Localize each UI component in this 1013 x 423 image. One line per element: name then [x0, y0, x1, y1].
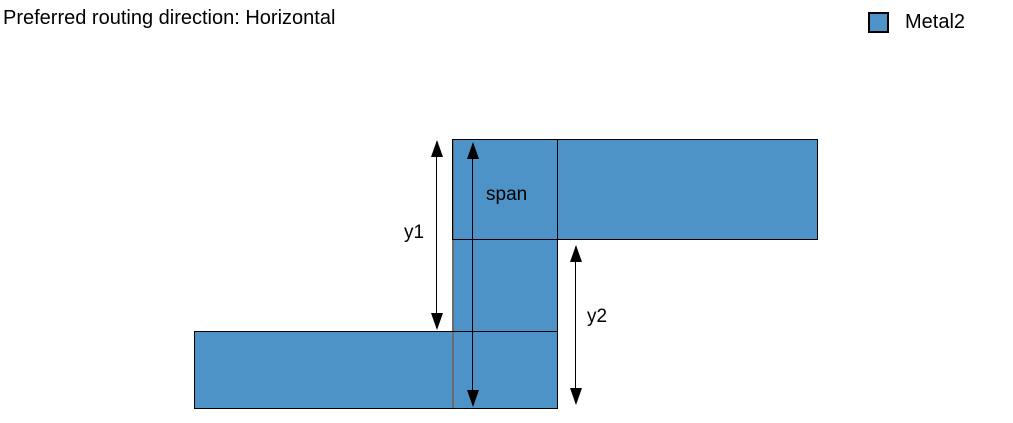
- arrow-up-icon: [570, 245, 582, 262]
- metal2-legend-swatch: [868, 12, 889, 33]
- arrow-down-icon: [431, 313, 443, 330]
- page-title: Preferred routing direction: Horizontal: [3, 7, 336, 29]
- span-dimension-arrow: [467, 142, 479, 407]
- y1-label: y1: [404, 222, 425, 243]
- y2-arrow-shaft: [575, 247, 576, 403]
- metal2-top-right-horizontal-segment: [452, 139, 818, 240]
- arrow-up-icon: [431, 140, 443, 157]
- metal2-bottom-left-horizontal-segment: [194, 331, 558, 409]
- arrow-down-icon: [467, 390, 479, 407]
- arrow-up-icon: [467, 142, 479, 159]
- span-label: span: [486, 184, 528, 205]
- legend-label: Metal2: [905, 11, 966, 33]
- arrow-down-icon: [570, 388, 582, 405]
- y2-label: y2: [587, 306, 608, 327]
- y2-dimension-arrow: [570, 245, 582, 405]
- span-arrow-shaft: [472, 144, 473, 405]
- y1-arrow-shaft: [436, 142, 437, 328]
- y1-dimension-arrow: [431, 140, 443, 330]
